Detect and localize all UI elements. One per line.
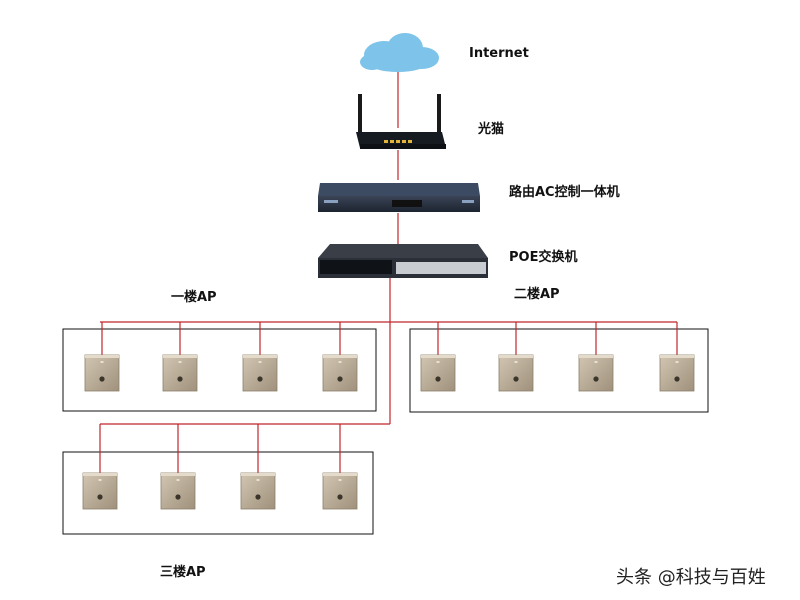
access-point-icon [659,354,695,392]
access-point-icon [160,472,196,510]
access-point-icon [322,354,358,392]
access-point-icon [162,354,198,392]
access-point-icon [498,354,534,392]
access-point-icon [84,354,120,392]
floor1-label: 一楼AP [171,290,217,305]
floor3-box [62,451,374,535]
floor2-box [409,328,709,413]
access-point-icon [322,472,358,510]
cloud-icon [360,33,439,72]
modem-icon [356,94,446,149]
connection-links [100,68,677,425]
floor3-ap-group [82,424,358,510]
access-point-icon [578,354,614,392]
floor2-label: 二楼AP [514,287,560,302]
access-point-icon [240,472,276,510]
modem-label: 光猫 [478,122,505,137]
floor1-box [62,328,377,412]
router-ac-icon [318,183,480,212]
floor1-ap-group [84,322,358,392]
router-label: 路由AC控制一体机 [509,185,620,200]
access-point-icon [420,354,456,392]
access-point-icon [242,354,278,392]
access-point-icon [82,472,118,510]
internet-label: Internet [469,46,529,61]
poe-switch-icon [318,244,488,278]
watermark: 头条 @科技与百姓 [616,567,766,588]
floor2-ap-group [420,322,695,392]
poe-switch-label: POE交换机 [509,250,578,265]
floor3-label: 三楼AP [160,565,206,580]
